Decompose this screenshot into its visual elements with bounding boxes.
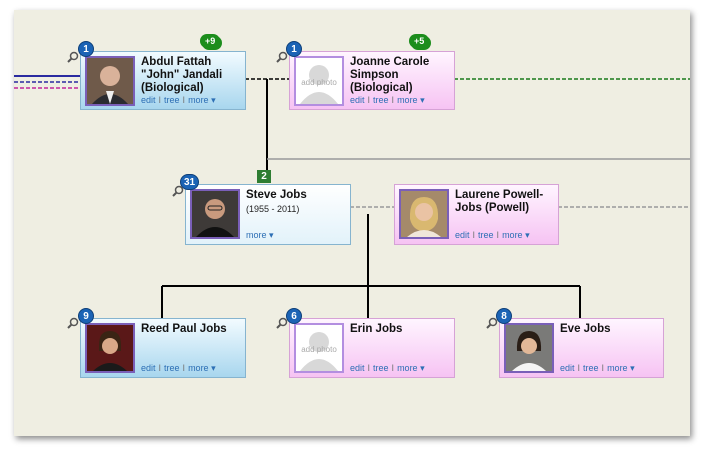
more-relatives-joanne[interactable]: +5 <box>409 34 430 48</box>
family-tree-canvas: Abdul Fattah "John" Jandali (Biological)… <box>14 10 690 436</box>
more-link[interactable]: more ▾ <box>397 95 425 105</box>
person-name[interactable]: Abdul Fattah "John" Jandali (Biological) <box>141 56 223 94</box>
tree-link[interactable]: tree <box>478 230 494 240</box>
count-badge-joanne[interactable]: 1 <box>286 41 302 57</box>
person-name[interactable]: Steve Jobs <box>246 189 307 201</box>
magnifier-icon[interactable] <box>172 185 184 197</box>
person-photo[interactable] <box>504 323 554 373</box>
add-photo-text: add photo <box>301 78 337 87</box>
more-relatives-abdul[interactable]: +9 <box>200 34 221 48</box>
more-link[interactable]: more ▾ <box>502 230 530 240</box>
more-link[interactable]: more ▾ <box>397 363 425 373</box>
person-card-abdul[interactable]: Abdul Fattah "John" Jandali (Biological)… <box>80 51 246 110</box>
count-badge-reed[interactable]: 9 <box>78 308 94 324</box>
tree-link[interactable]: tree <box>373 363 389 373</box>
generation-count-box[interactable]: 2 <box>257 170 271 183</box>
person-name[interactable]: Reed Paul Jobs <box>141 323 227 335</box>
person-name[interactable]: Erin Jobs <box>350 323 403 335</box>
add-photo-placeholder[interactable]: add photo <box>294 56 344 106</box>
tree-link[interactable]: tree <box>164 95 180 105</box>
magnifier-icon[interactable] <box>67 317 79 329</box>
person-photo[interactable] <box>85 323 135 373</box>
person-photo[interactable] <box>190 189 240 239</box>
person-photo[interactable] <box>399 189 449 239</box>
more-link[interactable]: more ▾ <box>246 230 274 240</box>
edit-link[interactable]: edit <box>141 363 156 373</box>
tree-link[interactable]: tree <box>583 363 599 373</box>
edit-link[interactable]: edit <box>350 95 365 105</box>
magnifier-icon[interactable] <box>276 317 288 329</box>
tree-link[interactable]: tree <box>373 95 389 105</box>
magnifier-icon[interactable] <box>67 51 79 63</box>
add-photo-text: add photo <box>301 345 337 354</box>
tree-link[interactable]: tree <box>164 363 180 373</box>
person-links: more ▾ <box>246 230 274 241</box>
edit-link[interactable]: edit <box>350 363 365 373</box>
count-badge-eve[interactable]: 8 <box>496 308 512 324</box>
more-link[interactable]: more ▾ <box>188 363 216 373</box>
tree-connectors <box>14 75 690 318</box>
person-card-steve[interactable]: Steve Jobs (1955 - 2011) more ▾ <box>185 184 351 245</box>
count-badge-steve[interactable]: 31 <box>180 174 200 190</box>
add-photo-placeholder[interactable]: add photo <box>294 323 344 373</box>
edit-link[interactable]: edit <box>560 363 575 373</box>
count-badge-abdul[interactable]: 1 <box>78 41 94 57</box>
edit-link[interactable]: edit <box>455 230 470 240</box>
magnifier-icon[interactable] <box>276 51 288 63</box>
person-name[interactable]: Eve Jobs <box>560 323 611 335</box>
magnifier-icon[interactable] <box>486 317 498 329</box>
person-name[interactable]: Laurene Powell-Jobs (Powell) <box>455 189 544 214</box>
person-name[interactable]: Joanne Carole Simpson (Biological) <box>350 56 430 94</box>
person-dates: (1955 - 2011) <box>246 204 300 214</box>
person-card-joanne[interactable]: add photo Joanne Carole Simpson (Biologi… <box>289 51 455 110</box>
more-link[interactable]: more ▾ <box>188 95 216 105</box>
more-link[interactable]: more ▾ <box>607 363 635 373</box>
edit-link[interactable]: edit <box>141 95 156 105</box>
person-photo[interactable] <box>85 56 135 106</box>
count-badge-erin[interactable]: 6 <box>286 308 302 324</box>
